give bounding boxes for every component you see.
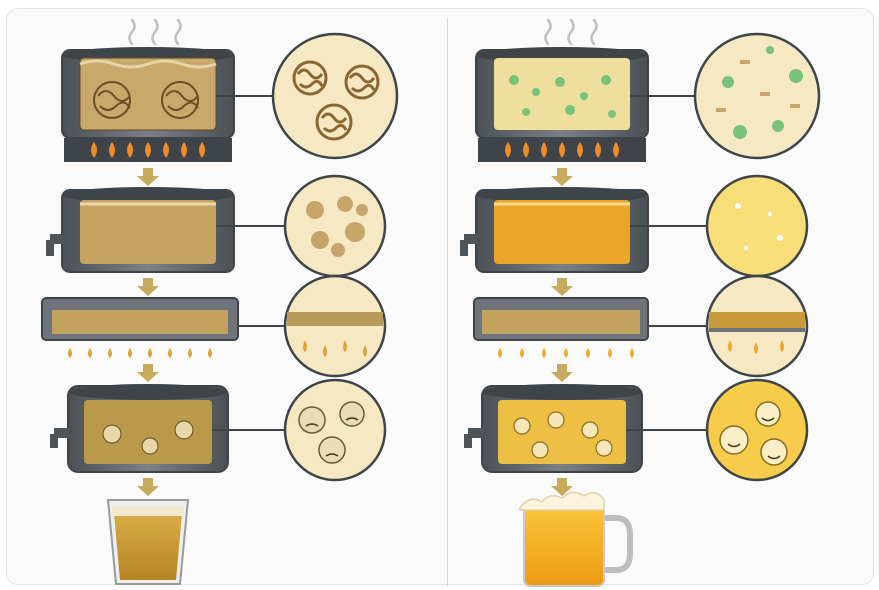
left-mash-tun (46, 176, 385, 276)
magnified-happy-yeast-circle (707, 380, 807, 480)
down-arrow-icon (551, 364, 573, 382)
right-fermenter (464, 380, 807, 480)
down-arrow-icon (551, 278, 573, 296)
right-beer-mug (520, 492, 630, 586)
down-arrow-icon (137, 278, 159, 296)
left-boil-kettle (62, 20, 397, 162)
left-lauter-filter (42, 276, 385, 376)
left-panel (42, 20, 397, 584)
wort-drip-row (498, 348, 634, 358)
left-beer-glass (108, 500, 188, 584)
magnified-wort-circle (695, 34, 819, 158)
magnified-filter-circle (285, 276, 385, 376)
magnified-mash-circle (285, 176, 385, 276)
down-arrow-icon (137, 478, 159, 496)
down-arrow-icon (551, 168, 573, 186)
left-fermenter (50, 380, 385, 480)
down-arrow-icon (137, 364, 159, 382)
right-lauter-filter (474, 276, 807, 376)
magnified-clear-wort-circle (707, 176, 807, 276)
magnified-yeast-circle (285, 380, 385, 480)
right-boil-kettle (476, 20, 819, 162)
wort-drip-row (68, 348, 212, 358)
steam-icon (546, 20, 597, 44)
down-arrow-icon (137, 168, 159, 186)
magnified-filter-circle-right (707, 276, 807, 376)
right-mash-tun (460, 176, 807, 276)
steam-icon (130, 20, 181, 44)
magnified-grain-circle (273, 34, 397, 158)
right-panel (460, 20, 819, 586)
